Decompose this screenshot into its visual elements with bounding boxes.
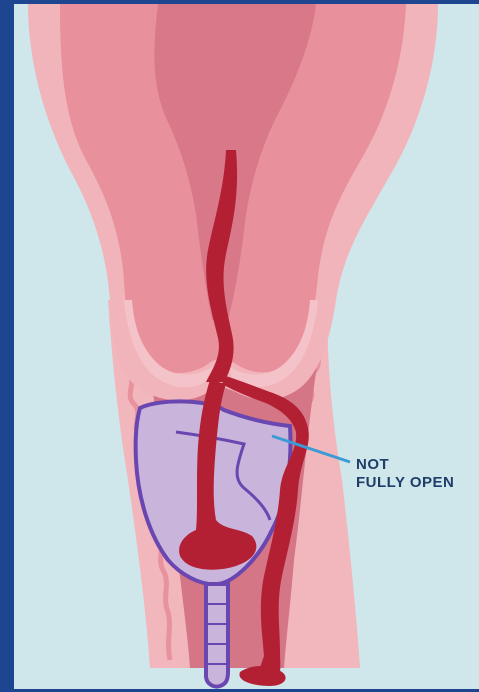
label-line-2: FULLY OPEN	[356, 474, 454, 492]
label-line-1: NOT	[356, 456, 454, 474]
menstrual-cup-stem	[206, 584, 228, 687]
not-fully-open-label: NOT FULLY OPEN	[356, 456, 454, 492]
